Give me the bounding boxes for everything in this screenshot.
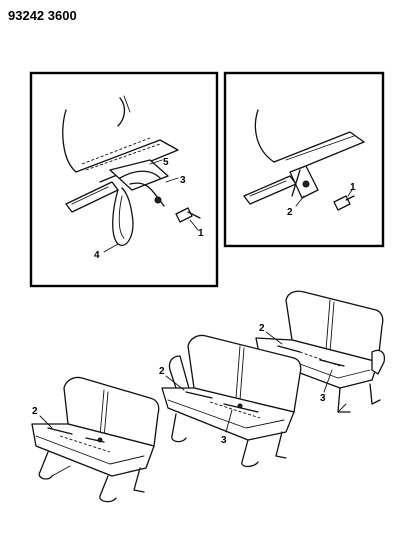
detail-panel-left: 5 3 1 4 [29, 71, 219, 288]
seat-front-bench: 2 [31, 376, 160, 503]
seat-middle-bench: 2 3 [159, 334, 302, 468]
callout-3: 3 [320, 393, 326, 404]
callout-4: 5 [163, 157, 169, 168]
callout-3: 3 [221, 435, 227, 446]
callout-1: 1 [198, 228, 204, 239]
callout-2: 2 [287, 207, 293, 218]
callout-2: 2 [259, 323, 265, 334]
callout-1: 1 [350, 182, 356, 193]
callout-3: 3 [180, 175, 186, 186]
callout-5: 4 [94, 250, 100, 261]
callout-2: 2 [159, 366, 165, 377]
detail-panel-right: 2 1 [223, 71, 385, 248]
part-code-header: 93242 3600 [8, 8, 77, 23]
callout-2: 2 [32, 406, 38, 417]
